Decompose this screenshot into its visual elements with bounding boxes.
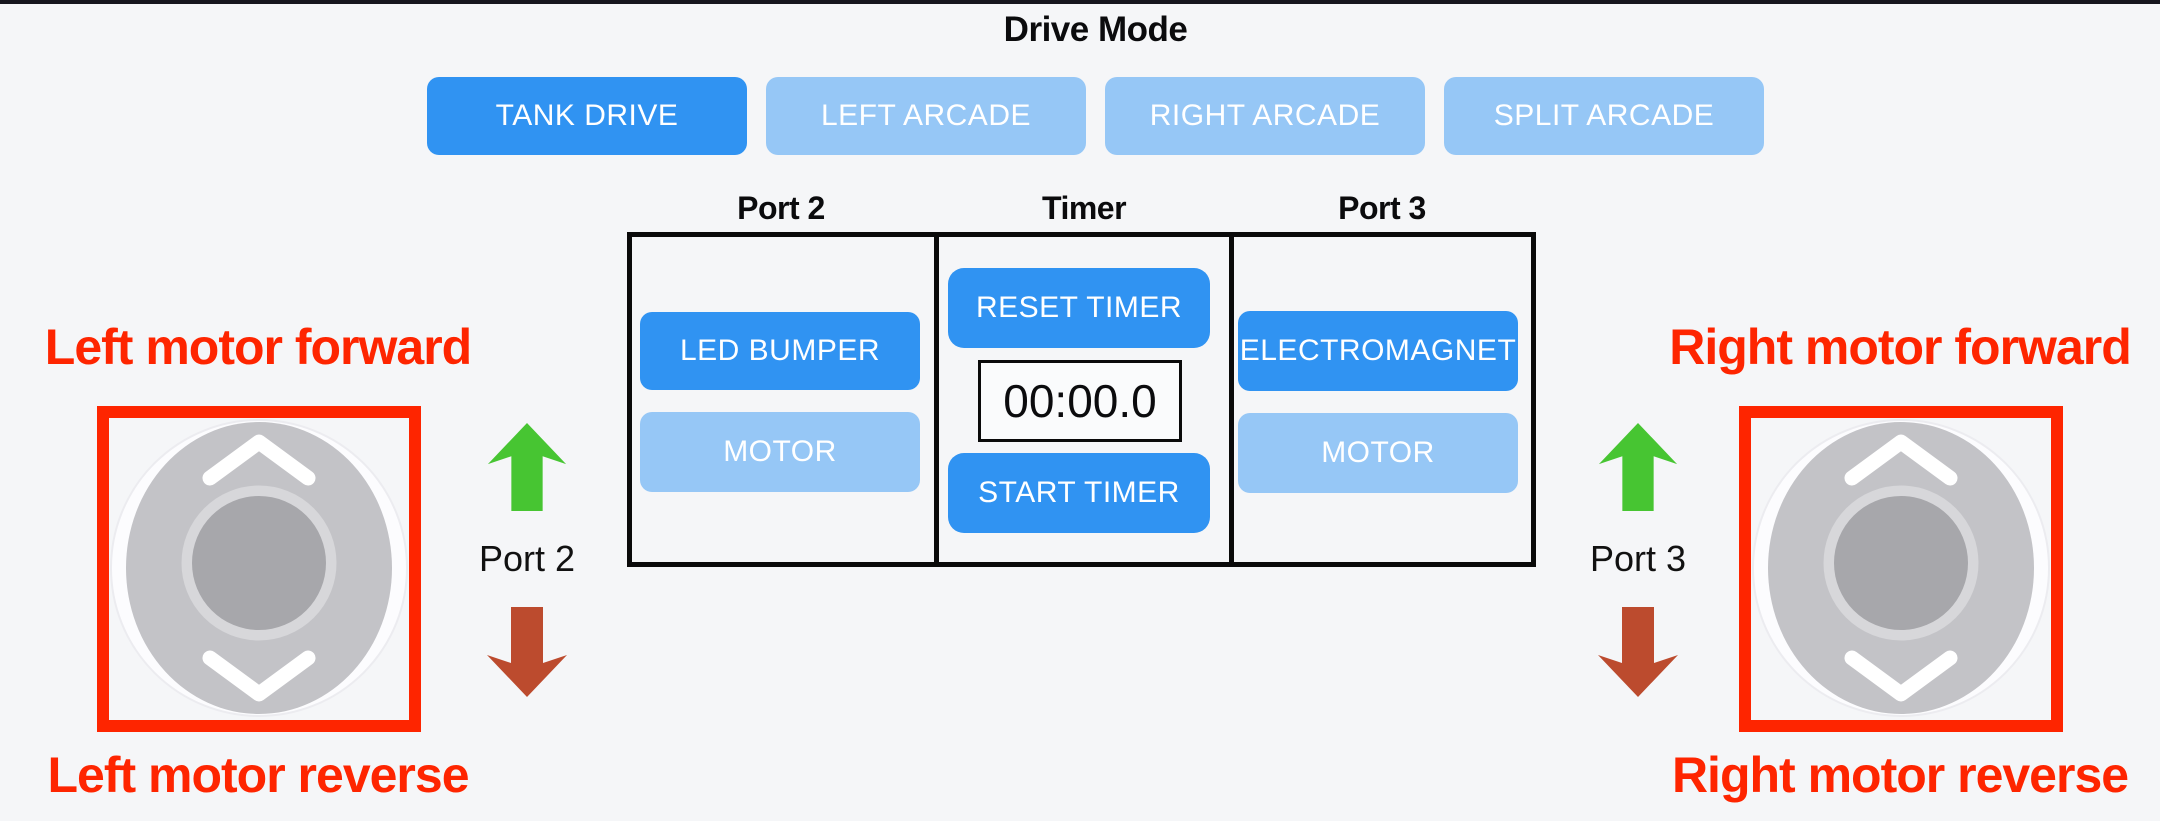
reset-timer-button[interactable]: RESET TIMER (948, 268, 1210, 348)
electromagnet-button[interactable]: ELECTROMAGNET (1238, 311, 1518, 391)
left-arcade-button[interactable]: LEFT ARCADE (766, 77, 1086, 155)
right-joystick-highlight-box (1739, 406, 2063, 732)
right-port-label: Port 3 (1589, 538, 1687, 579)
port3-column-header: Port 3 (1338, 190, 1426, 226)
table-divider (934, 237, 939, 562)
green-up-arrow-icon (1598, 423, 1678, 511)
port2-motor-button[interactable]: MOTOR (640, 412, 920, 492)
joystick-down-chevron-icon (202, 650, 316, 702)
drive-mode-title: Drive Mode (1003, 10, 1188, 49)
right-arcade-button[interactable]: RIGHT ARCADE (1105, 77, 1425, 155)
joystick-up-chevron-icon (202, 434, 316, 486)
timer-display: 00:00.0 (978, 360, 1182, 442)
left-port-label: Port 2 (478, 538, 576, 579)
start-timer-button[interactable]: START TIMER (948, 453, 1210, 533)
right-motor-forward-label: Right motor forward (1669, 319, 2132, 375)
left-joystick-highlight-box (97, 406, 421, 732)
drive-mode-button-group: TANK DRIVE LEFT ARCADE RIGHT ARCADE SPLI… (427, 77, 1764, 155)
timer-value: 00:00.0 (1003, 375, 1157, 427)
window-top-edge (0, 0, 2160, 4)
device-control-table: LED BUMPER MOTOR RESET TIMER 00:00.0 STA… (627, 232, 1536, 567)
left-motor-forward-label: Left motor forward (44, 319, 472, 375)
right-motor-reverse-label: Right motor reverse (1671, 747, 2129, 803)
green-up-arrow-icon (487, 423, 567, 511)
port3-motor-button[interactable]: MOTOR (1238, 413, 1518, 493)
split-arcade-button[interactable]: SPLIT ARCADE (1444, 77, 1764, 155)
table-divider (1229, 237, 1234, 562)
left-motor-reverse-label: Left motor reverse (47, 747, 469, 803)
joystick-up-chevron-icon (1844, 434, 1958, 486)
red-down-arrow-icon (1598, 607, 1678, 697)
port2-column-header: Port 2 (737, 190, 825, 226)
red-down-arrow-icon (487, 607, 567, 697)
tank-drive-button[interactable]: TANK DRIVE (427, 77, 747, 155)
right-joystick[interactable] (1751, 418, 2051, 720)
joystick-knob[interactable] (192, 496, 326, 630)
left-joystick[interactable] (109, 418, 409, 720)
timer-column-header: Timer (1041, 190, 1127, 226)
joystick-down-chevron-icon (1844, 650, 1958, 702)
joystick-knob[interactable] (1834, 496, 1968, 630)
led-bumper-button[interactable]: LED BUMPER (640, 312, 920, 390)
